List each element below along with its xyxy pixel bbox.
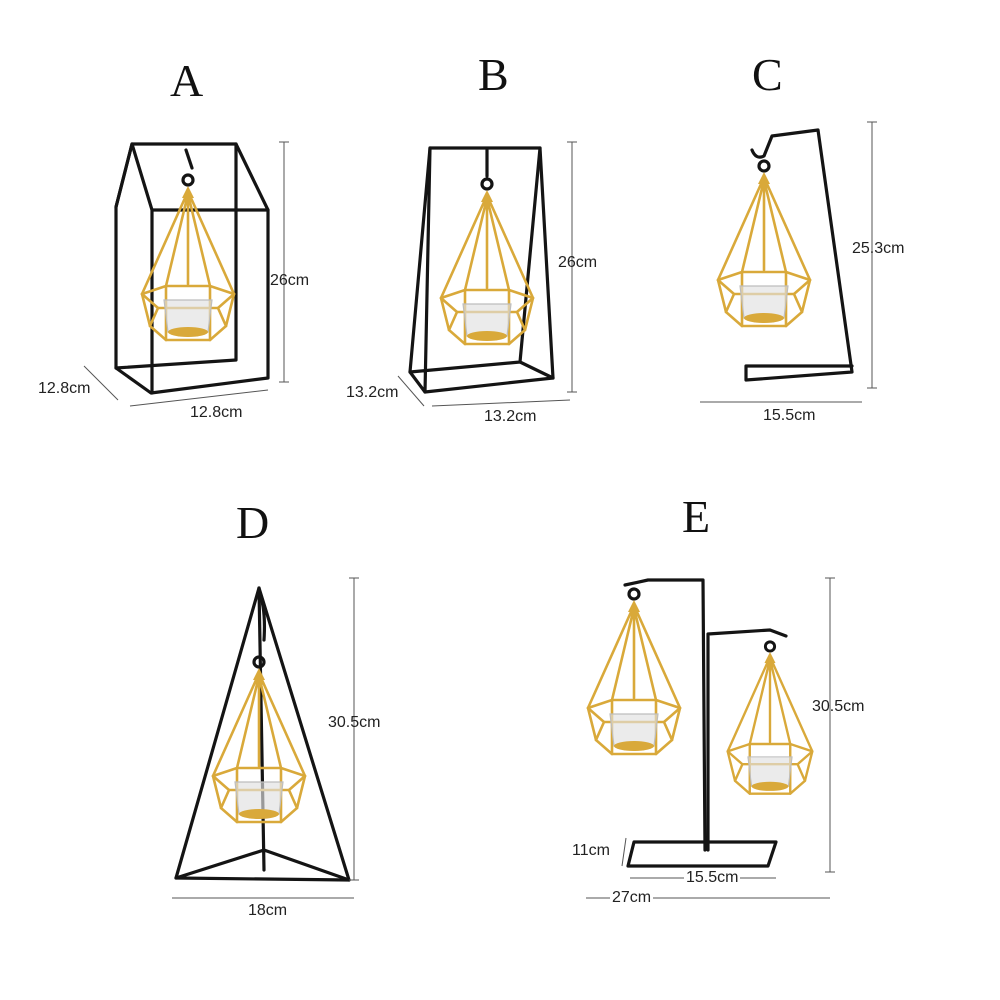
product-a-label: A xyxy=(170,55,204,106)
product-b-width: 13.2cm xyxy=(484,408,537,425)
product-a-width: 12.8cm xyxy=(190,404,243,421)
product-e-drawing xyxy=(586,578,814,868)
product-b-drawing xyxy=(408,146,555,394)
product-e-label: E xyxy=(682,491,711,542)
product-c-drawing xyxy=(716,128,854,382)
product-e-base-width: 15.5cm xyxy=(684,869,741,887)
product-a-depth: 12.8cm xyxy=(38,380,91,397)
product-b-height: 26cm xyxy=(558,254,598,271)
product-d-label: D xyxy=(236,497,270,548)
product-c-height: 25.3cm xyxy=(852,240,905,257)
product-d-width: 18cm xyxy=(248,902,288,919)
product-a-drawing xyxy=(114,142,270,395)
product-e-base-height: 11cm xyxy=(572,842,610,859)
product-b-label: B xyxy=(478,49,509,100)
product-d-drawing xyxy=(174,586,351,882)
product-c-label: C xyxy=(752,49,783,100)
product-b-depth: 13.2cm xyxy=(346,384,399,401)
measurement-lines xyxy=(83,121,877,899)
product-e-height: 30.5cm xyxy=(812,698,865,715)
product-c-width: 15.5cm xyxy=(763,407,816,424)
product-d-height: 30.5cm xyxy=(328,714,381,731)
product-a-height: 26cm xyxy=(270,272,310,289)
product-e-width: 27cm xyxy=(610,889,654,907)
